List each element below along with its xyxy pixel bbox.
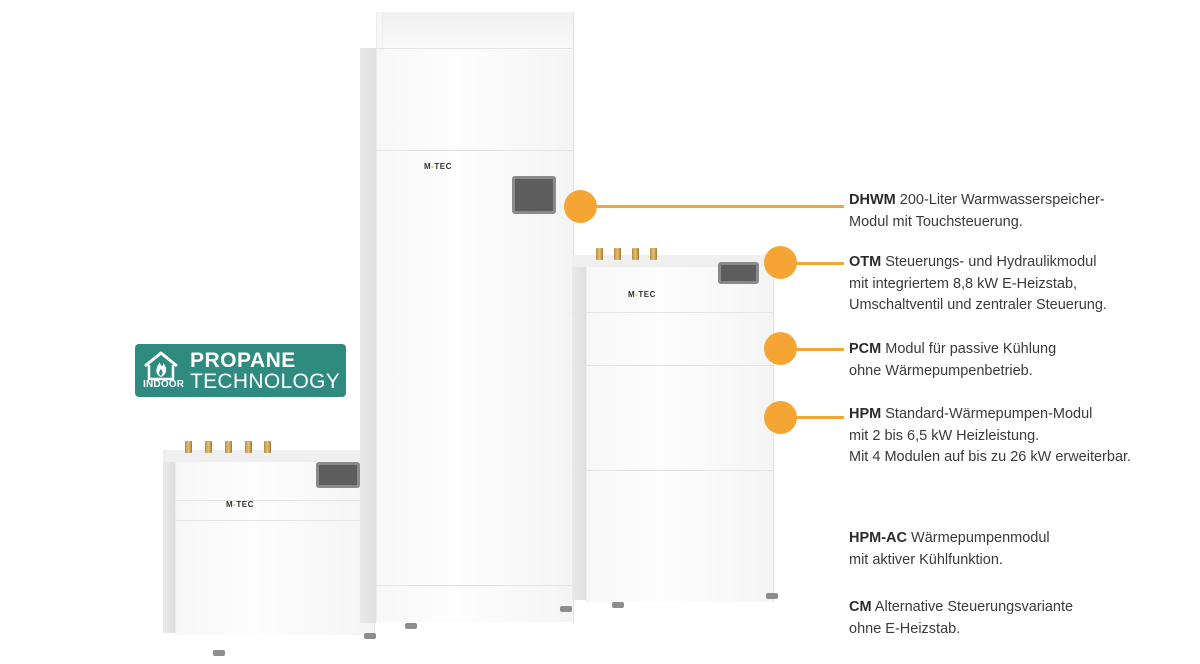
brand-logo-small: M-TEC [226,500,254,509]
callout-otm: OTM Steuerungs- und Hydraulikmodul mit i… [849,254,1107,313]
connector-line-dhwm [594,205,844,208]
callout-hpm-ac: HPM-AC Wärmepumpenmodul mit aktiver Kühl… [849,530,1050,568]
touch-display-stacked [718,262,759,284]
marker-dot-pcm [764,332,797,365]
house-flame-icon [144,351,178,381]
marker-dot-otm [764,246,797,279]
badge-title-line1: PROPANE [190,349,296,372]
touch-display-tall [512,176,556,214]
connector-line-pcm [795,348,844,351]
propane-technology-badge: INDOOR PROPANE TECHNOLOGY [135,344,346,397]
touch-display-small [316,462,360,488]
callout-hpm: HPM Standard-Wärmepumpen-Modul mit 2 bis… [849,406,1132,465]
connector-line-otm [795,262,844,265]
marker-dot-dhwm [564,190,597,223]
brand-logo-tall: M-TEC [424,162,452,171]
brand-logo-stacked: M-TEC [628,290,656,299]
callout-pcm: PCM Modul für passive Kühlung ohne Wärme… [849,341,1057,379]
badge-indoor-text: INDOOR [143,379,185,390]
connector-line-hpm [795,416,844,419]
callout-dhwm: DHWM 200-Liter Warmwasserspeicher- Modul… [849,192,1105,230]
marker-dot-hpm [764,401,797,434]
callout-cm: CM Alternative Steuerungsvariante ohne E… [849,599,1074,637]
badge-title-line2: TECHNOLOGY [190,370,341,393]
